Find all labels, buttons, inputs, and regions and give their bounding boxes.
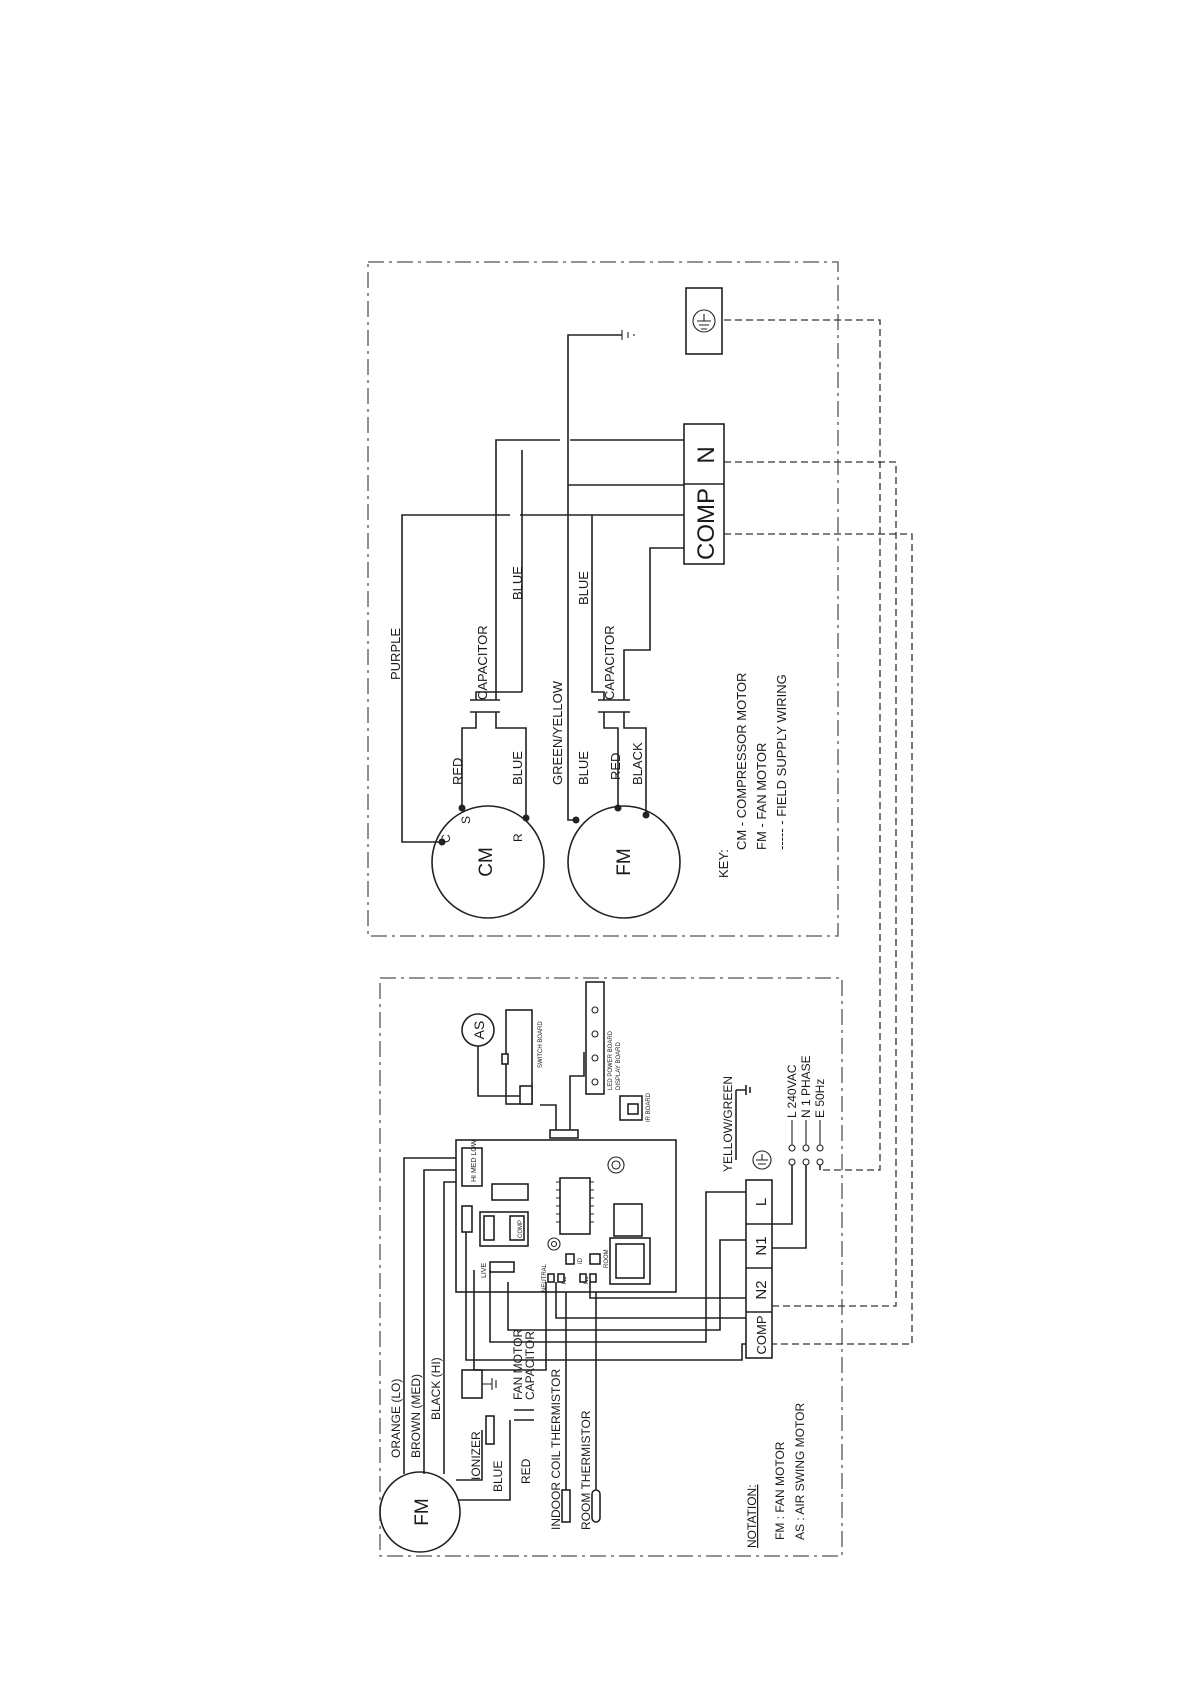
pcb-n1-label: N1	[584, 1276, 590, 1284]
compressor-motor	[431, 805, 545, 919]
wire-black-label-indoor: BLACK (HI)	[429, 1357, 443, 1420]
outdoor-terminal-block	[683, 423, 725, 565]
wire-green-yellow-label: GREEN/YELLOW	[550, 680, 565, 785]
pcb-id-label: ID	[578, 1257, 584, 1264]
field-wire-earth	[724, 319, 881, 1171]
wire-red-1-label: RED	[450, 758, 465, 785]
terminal-n-label: N	[693, 446, 720, 463]
outdoor-fan-motor	[567, 805, 681, 919]
field-wire-comp	[724, 533, 913, 1345]
key-fm: FM - FAN MOTOR	[754, 743, 769, 850]
pcb-room-label: ROOM	[604, 1249, 610, 1268]
switch-board-label: SWITCH BOARD	[538, 1021, 544, 1068]
wire-blue-indoor-label: BLUE	[491, 1461, 505, 1492]
ionizer-label: IONIZER	[469, 1431, 483, 1480]
indoor-terminal-l: L	[753, 1198, 770, 1206]
indoor-terminal-n1: N1	[753, 1236, 770, 1255]
room-thermistor-label: ROOM THERMISTOR	[579, 1410, 593, 1530]
pcb-neutral-label: NEUTRAL	[542, 1263, 548, 1292]
outdoor-unit-frame	[367, 261, 839, 937]
pcb-live-label: LIVE	[481, 1262, 488, 1278]
indoor-fm-label: FM	[412, 1498, 433, 1525]
indoor-fan-motor	[379, 1471, 461, 1553]
yellow-green-label: YELLOW/GREEN	[721, 1076, 735, 1172]
display-board-label-1: LED POWER BOARD	[608, 1030, 614, 1090]
indoor-coil-thermistor-label: INDOOR COIL THERMISTOR	[549, 1369, 563, 1530]
notation-as: AS : AIR SWING MOTOR	[793, 1403, 807, 1540]
capacitor-2-label: CAPACITOR	[602, 625, 617, 700]
notation-title: NOTATION:	[745, 1484, 759, 1548]
pcb-chip	[559, 1177, 591, 1235]
wire-blue-3-label: BLUE	[576, 571, 591, 605]
pcb-n2-label: N2	[562, 1276, 568, 1284]
supply-l-label: L 240VAC	[785, 1064, 799, 1118]
as-label: AS	[471, 1021, 487, 1040]
wire-blue-1-label: BLUE	[510, 566, 525, 600]
display-board-label-2: DISPLAY BOARD	[616, 1042, 622, 1090]
pcb-comp-label: COMP	[518, 1220, 524, 1238]
cm-pin-r: R	[511, 833, 525, 842]
key-title: KEY:	[716, 849, 731, 878]
terminal-comp-label: COMP	[693, 488, 720, 560]
key-field: ----- - FIELD SUPPLY WIRING	[774, 674, 789, 850]
wire-brown-label: BROWN (MED)	[409, 1374, 423, 1458]
wire-black-label: BLACK	[630, 742, 645, 785]
wire-blue-2-label: BLUE	[510, 751, 525, 785]
key-cm: CM - COMPRESSOR MOTOR	[734, 673, 749, 850]
fan-cap-label-2: CAPACITOR	[523, 1331, 537, 1400]
wire-red-2-label: RED	[608, 753, 623, 780]
cm-pin-s: S	[459, 816, 473, 824]
outdoor-fm-label: FM	[614, 848, 635, 875]
wire-orange-label: ORANGE (LO)	[389, 1379, 403, 1458]
ir-board-label: IR BOARD	[646, 1092, 652, 1122]
display-board	[585, 981, 605, 1095]
supply-e-label: E 50Hz	[813, 1079, 827, 1118]
indoor-terminal-comp: COMP	[754, 1316, 769, 1355]
cm-label: CM	[476, 847, 497, 877]
wire-blue-4-label: BLUE	[576, 751, 591, 785]
wire-purple-label: PURPLE	[388, 628, 403, 680]
pcb-speed-label: HI MED LOW	[471, 1139, 478, 1182]
indoor-terminal-n2: N2	[753, 1280, 770, 1299]
supply-n-label: N 1 PHASE	[799, 1055, 813, 1118]
notation-fm: FM : FAN MOTOR	[773, 1441, 787, 1540]
indoor-unit-frame	[379, 977, 843, 1557]
indoor-terminal-block	[745, 1179, 773, 1359]
capacitor-1-label: CAPACITOR	[475, 625, 490, 700]
field-wire-n	[724, 461, 897, 1307]
fan-cap-label-1: FAN MOTOR	[511, 1329, 525, 1400]
wire-red-indoor-label: RED	[519, 1458, 533, 1484]
cm-pin-c: C	[439, 834, 453, 843]
